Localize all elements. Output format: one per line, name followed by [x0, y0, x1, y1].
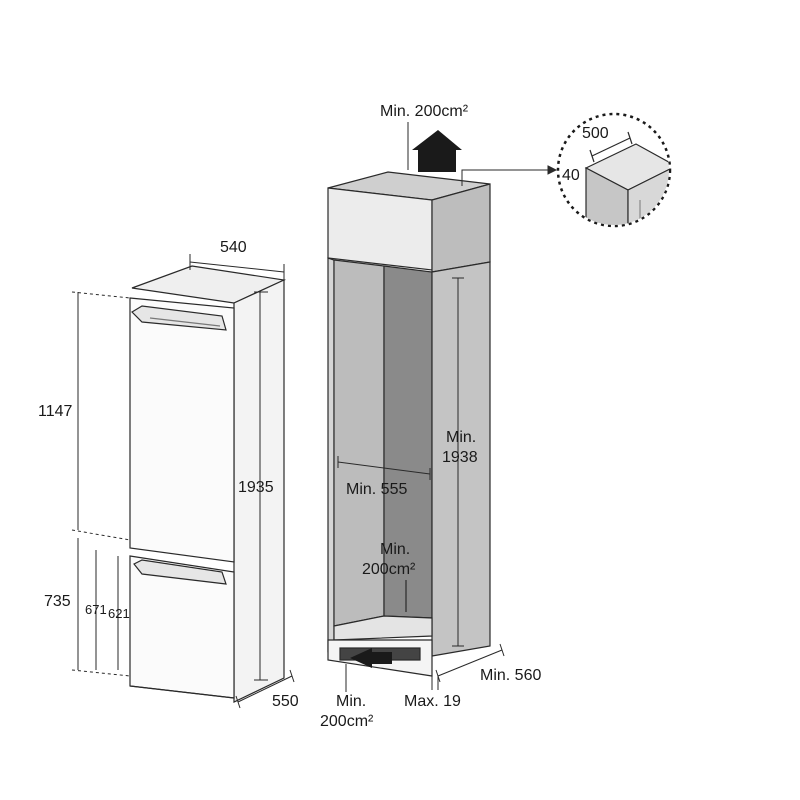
fridge-width-label: 540 — [220, 239, 247, 256]
fridge-lower-inner-2-label: 621 — [108, 606, 130, 621]
bottom-vent-arrow — [345, 648, 392, 692]
fridge-lower-height-label: 735 — [44, 593, 71, 610]
cabinet-left-wall — [327, 257, 335, 655]
bottom-vent-label-2: 200cm² — [320, 713, 374, 730]
fridge-illustration — [129, 265, 287, 703]
cabinet-top-side — [431, 183, 491, 273]
right-margin — [690, 0, 800, 800]
mid-vent-label-1: Min. — [380, 541, 410, 558]
cabinet-dimensions — [337, 165, 558, 690]
fridge-lower-handle — [133, 559, 227, 585]
inner-height-label-1: Min. — [446, 429, 476, 446]
inner-height-label-2: 1938 — [442, 449, 478, 466]
cabinet-top-front — [327, 187, 433, 271]
top-vent-arrow — [407, 122, 462, 172]
detail-width-label: 500 — [582, 125, 609, 142]
fridge-depth-label: 550 — [272, 693, 299, 710]
fridge-height-label: 1935 — [238, 479, 274, 496]
inner-width-label: Min. 555 — [346, 481, 407, 498]
top-vent-label: Min. 200cm² — [380, 103, 469, 120]
fridge-side — [233, 279, 285, 703]
bottom-vent-label-1: Min. — [336, 693, 366, 710]
fridge-lower-inner-1-label: 671 — [85, 602, 107, 617]
fridge-upper-door — [129, 297, 235, 563]
cabinet-right-wall — [431, 261, 491, 657]
mid-vent-label-2: 200cm² — [362, 561, 416, 578]
detail-height-label: 40 — [562, 167, 580, 184]
cabinet-depth-label: Min. 560 — [480, 667, 541, 684]
detail-front-face — [585, 167, 629, 225]
cabinet-floor — [333, 615, 433, 641]
plinth-label: Max. 19 — [404, 693, 461, 710]
fridge-dimensions — [71, 254, 295, 709]
fridge-upper-height-label: 1147 — [38, 403, 73, 420]
cabinet-illustration — [327, 171, 491, 677]
